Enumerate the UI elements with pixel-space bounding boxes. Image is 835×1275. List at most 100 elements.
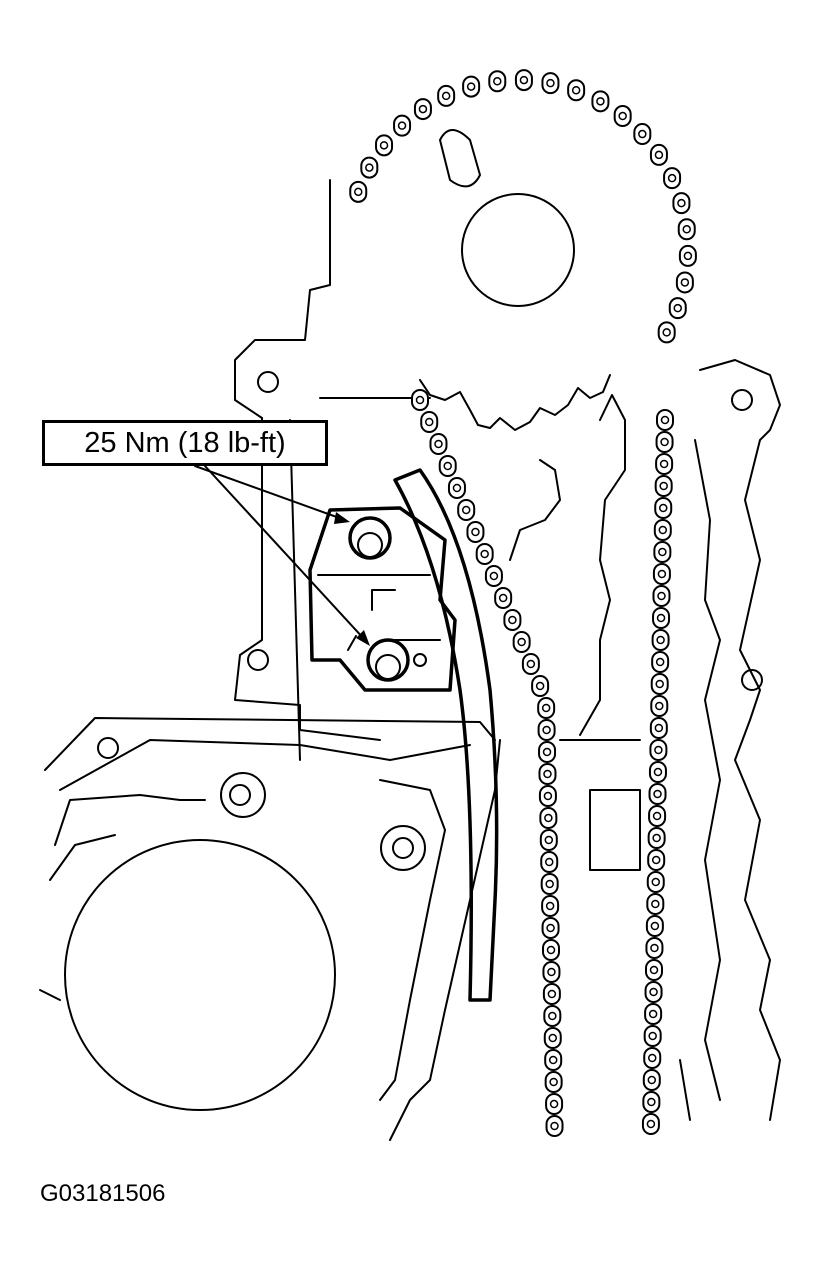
chain-pin	[655, 701, 664, 711]
chain-pin	[415, 395, 425, 405]
chain-link	[645, 915, 664, 937]
chain-link	[413, 98, 432, 121]
chain-pin	[653, 789, 662, 799]
chain-pin	[651, 877, 661, 887]
chain-pin	[547, 967, 556, 977]
chain-link	[541, 917, 560, 939]
chain-pin	[654, 745, 663, 755]
chain-link	[646, 871, 665, 893]
chain-pin	[659, 459, 669, 469]
chain-link	[677, 218, 696, 241]
chain-link	[653, 541, 672, 563]
chain-pin	[548, 1033, 558, 1043]
chain-pin	[655, 657, 665, 667]
bolt-icon	[366, 638, 410, 682]
chain-link	[542, 939, 560, 961]
chain-pin	[655, 679, 664, 689]
chain-link	[484, 565, 503, 587]
chain-link	[657, 321, 676, 344]
chain-pin	[354, 187, 363, 197]
chain-pin	[517, 637, 526, 647]
chain-link	[447, 477, 466, 499]
chain-pin	[638, 129, 647, 139]
chain-pin	[493, 77, 502, 86]
chain-link	[543, 1005, 562, 1027]
chain-pin	[542, 747, 552, 757]
chain-link	[647, 849, 666, 871]
chain-link	[651, 629, 670, 651]
chain-pin	[660, 415, 670, 425]
chain-pin	[647, 1075, 657, 1085]
chain-link	[645, 959, 663, 981]
chain-pin	[508, 615, 517, 625]
chain-pin	[673, 303, 682, 313]
chain-link	[541, 895, 560, 917]
chain-link	[503, 609, 522, 631]
timing-chain	[349, 69, 697, 1137]
chain-pin	[547, 989, 557, 999]
chain-pin	[498, 593, 508, 603]
chain-link	[494, 587, 513, 609]
chain-link	[544, 1071, 563, 1093]
chain-tensioner-icon	[308, 506, 457, 692]
chain-pin	[657, 569, 667, 579]
chain-link	[541, 72, 560, 95]
chain-link	[652, 585, 671, 607]
chain-pin	[545, 879, 554, 889]
chain-pin	[659, 481, 668, 491]
chain-link	[613, 105, 632, 128]
chain-link	[429, 433, 448, 455]
chain-link	[542, 983, 561, 1005]
chain-link	[643, 1025, 662, 1047]
chain-link	[649, 717, 668, 739]
chain-link	[644, 1003, 663, 1025]
chain-link	[438, 455, 457, 477]
chain-link	[411, 389, 429, 411]
chain-pin	[662, 328, 671, 337]
chain-pin	[541, 703, 551, 713]
chain-pin	[546, 78, 555, 88]
chain-pin	[648, 1009, 658, 1019]
chain-link	[567, 79, 586, 102]
chain-link	[672, 192, 691, 215]
chain-pin	[680, 278, 690, 287]
chain-pin	[651, 855, 661, 865]
crankshaft-bore	[64, 839, 336, 1111]
chain-link	[644, 981, 663, 1003]
chain-pin	[660, 437, 669, 447]
chain-link	[537, 697, 556, 719]
chain-pin	[548, 1055, 558, 1065]
chain-pin	[546, 923, 555, 933]
chain-link	[538, 741, 557, 763]
chain-link	[544, 1049, 563, 1071]
chain-pin	[519, 75, 529, 85]
chain-pin	[652, 811, 662, 821]
chain-pin	[648, 1031, 657, 1041]
chain-link	[540, 851, 559, 873]
bolt-icon	[348, 516, 392, 560]
chain-link	[545, 1093, 564, 1115]
chain-pin	[461, 505, 471, 515]
chain-pin	[546, 945, 556, 955]
chain-pin	[667, 173, 677, 183]
camshaft-sprocket-icon	[419, 129, 611, 431]
chain-pin	[543, 769, 552, 779]
chain-pin	[658, 525, 668, 535]
chain-link	[652, 607, 671, 629]
figure-id: G03181506	[40, 1180, 166, 1207]
chain-pin	[550, 1121, 559, 1131]
chain-link	[360, 156, 379, 179]
chain-link	[543, 1027, 562, 1049]
chain-link	[649, 739, 668, 761]
chain-link	[646, 893, 665, 915]
chain-pin	[571, 86, 581, 95]
chain-pin	[682, 225, 691, 234]
chain-pin	[544, 835, 554, 845]
chain-pin	[544, 857, 554, 867]
chain-link	[678, 244, 697, 267]
chain-link	[642, 1091, 661, 1113]
chain-link	[648, 761, 667, 783]
chain-pin	[647, 1053, 657, 1063]
chain-link	[653, 519, 672, 541]
